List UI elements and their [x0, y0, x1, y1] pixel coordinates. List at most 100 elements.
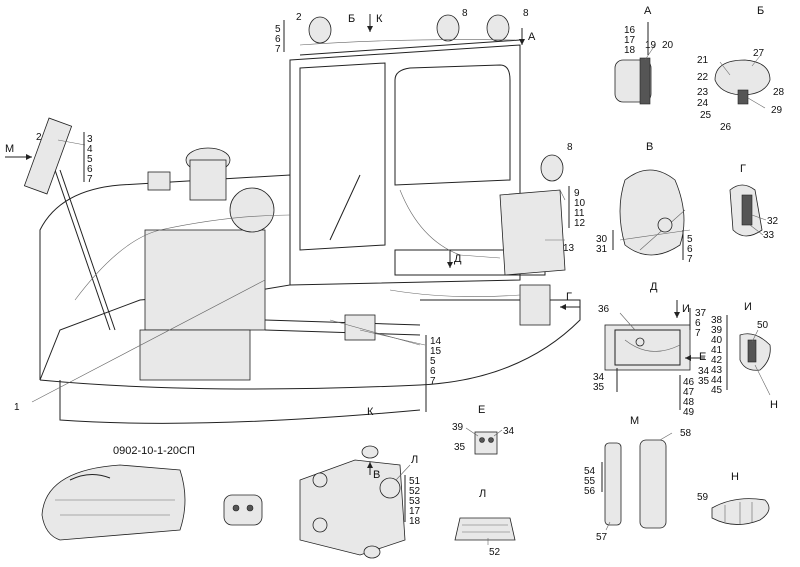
- callout-top-7: 7: [275, 44, 281, 55]
- arrow-label-d: Д: [454, 253, 462, 265]
- view-b: [714, 55, 771, 109]
- view-k: [299, 445, 411, 559]
- view-a-title: А: [644, 5, 652, 17]
- view-b-25: 25: [700, 110, 712, 121]
- callout-8-b: 8: [523, 8, 529, 19]
- view-a-19: 19: [645, 40, 657, 51]
- view-a-16: 16: [624, 25, 636, 36]
- view-g-title: Г: [740, 163, 746, 175]
- callout-5-bottom: 5: [430, 356, 436, 367]
- arrow-label-m: М: [5, 143, 14, 155]
- view-d-7: 7: [695, 328, 701, 339]
- callout-15: 15: [430, 346, 442, 357]
- view-d-41: 41: [711, 345, 723, 356]
- view-d-42: 42: [711, 355, 723, 366]
- callout-11: 11: [574, 208, 585, 219]
- view-m-54: 54: [584, 466, 596, 477]
- callout-6: 6: [87, 164, 93, 175]
- callout-top-6: 6: [275, 34, 281, 45]
- view-d-47: 47: [683, 387, 695, 398]
- view-k-arrow-v: В: [373, 469, 380, 481]
- view-i-label-n: Н: [770, 399, 778, 411]
- view-d-38: 38: [711, 315, 723, 326]
- view-k-title: К: [367, 406, 374, 418]
- view-l: [454, 517, 516, 545]
- view-d-49: 49: [683, 407, 695, 418]
- view-v-title: В: [646, 141, 653, 153]
- view-d-44: 44: [711, 375, 723, 386]
- view-d-arrow-i: И: [682, 303, 690, 315]
- view-a-17: 17: [624, 35, 636, 46]
- detail-clamp: [223, 494, 263, 526]
- view-k-53: 53: [409, 496, 421, 507]
- view-d-43: 43: [711, 365, 723, 376]
- view-v-31: 31: [596, 244, 608, 255]
- view-b-24: 24: [697, 98, 709, 109]
- view-k-52: 52: [409, 486, 421, 497]
- view-e-35: 35: [454, 442, 466, 453]
- view-b-22: 22: [697, 72, 709, 83]
- view-m-56: 56: [584, 486, 596, 497]
- callout-2-left: 2: [36, 132, 42, 143]
- callout-13: 13: [563, 243, 575, 254]
- arrow-label-k: К: [376, 13, 383, 25]
- view-d-48: 48: [683, 397, 695, 408]
- view-g: [729, 184, 767, 237]
- view-m-title: М: [630, 415, 639, 427]
- view-n-title: Н: [731, 471, 739, 483]
- arrow-label-b: Б: [348, 13, 355, 25]
- view-a: [614, 22, 656, 105]
- view-g-32: 32: [767, 216, 779, 227]
- view-d-34-left: 34: [593, 372, 605, 383]
- view-l-52: 52: [489, 547, 501, 558]
- view-d-35-left: 35: [593, 382, 605, 393]
- view-d-37: 37: [695, 308, 707, 319]
- callout-1: 1: [14, 402, 20, 413]
- view-e-34: 34: [503, 426, 515, 437]
- view-n: [711, 498, 770, 525]
- main-machine-view: [5, 14, 581, 424]
- view-b-23: 23: [697, 87, 709, 98]
- view-d: [604, 300, 728, 410]
- view-d-45: 45: [711, 385, 723, 396]
- view-k-18: 18: [409, 516, 421, 527]
- callout-12: 12: [574, 218, 586, 229]
- view-i: [739, 329, 771, 396]
- view-i-title: И: [744, 301, 752, 313]
- detail-fender-view: [41, 464, 186, 541]
- callout-2-top: 2: [296, 12, 302, 23]
- callout-5: 5: [87, 154, 93, 165]
- view-m: [601, 432, 673, 531]
- view-b-27: 27: [753, 48, 765, 59]
- arrow-label-a: А: [528, 31, 536, 43]
- callout-10: 10: [574, 198, 586, 209]
- view-v-5: 5: [687, 234, 693, 245]
- view-e: [465, 427, 503, 455]
- view-v-6: 6: [687, 244, 693, 255]
- view-a-20: 20: [662, 40, 674, 51]
- view-b-title: Б: [757, 5, 764, 17]
- view-d-34-right: 34: [698, 366, 710, 377]
- callout-7: 7: [87, 174, 93, 185]
- view-e-title: Е: [478, 404, 485, 416]
- callout-9: 9: [574, 188, 580, 199]
- view-v-30: 30: [596, 234, 608, 245]
- view-k-17: 17: [409, 506, 421, 517]
- view-d-40: 40: [711, 335, 723, 346]
- view-g-33: 33: [763, 230, 775, 241]
- callout-7-bottom: 7: [430, 376, 436, 387]
- view-d-36: 36: [598, 304, 610, 315]
- view-b-21: 21: [697, 55, 709, 66]
- callout-top-5: 5: [275, 24, 281, 35]
- view-d-35-right: 35: [698, 376, 710, 387]
- view-l-title: Л: [479, 488, 486, 500]
- callout-4: 4: [87, 144, 93, 155]
- view-d-title: Д: [650, 281, 658, 293]
- view-k-51: 51: [409, 476, 421, 487]
- drawing-code: 0902-10-1-20СП: [113, 445, 195, 457]
- view-m-58: 58: [680, 428, 692, 439]
- arrow-label-g: Г: [566, 291, 572, 303]
- view-b-29: 29: [771, 105, 783, 116]
- view-v: [612, 169, 691, 260]
